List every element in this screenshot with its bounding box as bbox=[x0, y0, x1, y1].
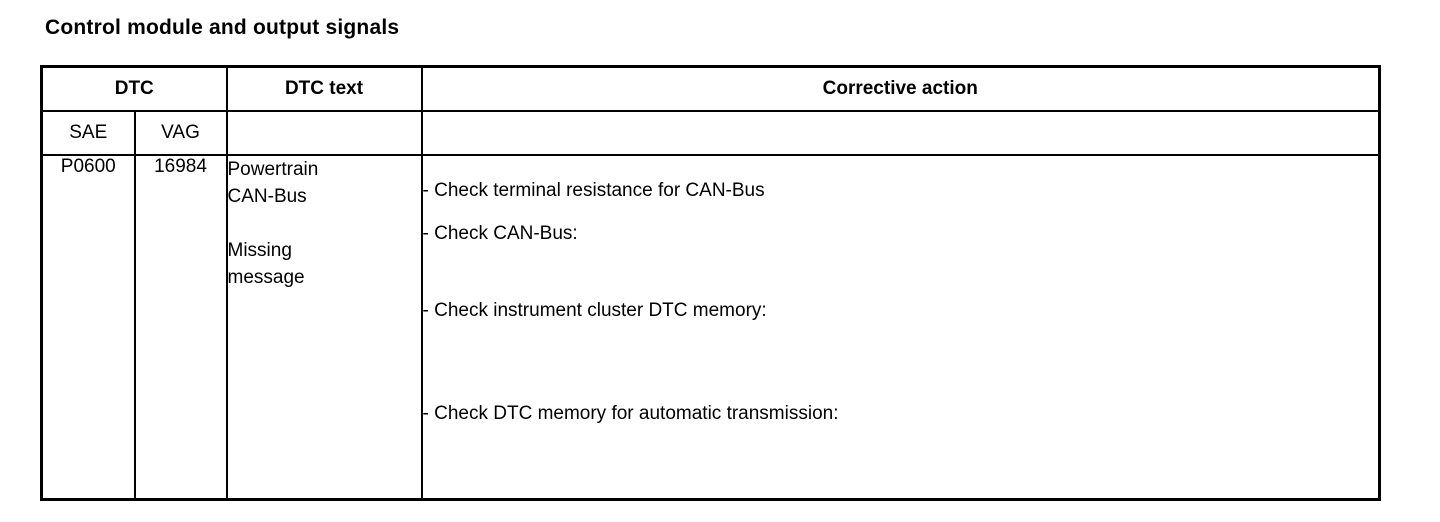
subheader-sae: SAE bbox=[40, 109, 136, 156]
dtc-table: DTC DTC text Corrective action SAE VAG P… bbox=[40, 65, 1381, 501]
corrective-action-item: - Check instrument cluster DTC memory: bbox=[422, 299, 767, 321]
sae-code-cell: P0600 bbox=[40, 153, 136, 501]
page-title: Control module and output signals bbox=[45, 16, 400, 39]
corrective-action-item: - Check terminal resistance for CAN-Bus bbox=[422, 179, 765, 201]
column-header-dtc: DTC bbox=[40, 65, 228, 112]
subheader-corrective-action-empty bbox=[420, 109, 1381, 156]
column-header-corrective-action: Corrective action bbox=[420, 65, 1381, 112]
dtc-text-cell: Powertrain CAN-Bus Missing message bbox=[225, 153, 423, 501]
vag-code-cell: 16984 bbox=[133, 153, 228, 501]
subheader-dtc-text-empty bbox=[225, 109, 423, 156]
corrective-action-item: - Check DTC memory for automatic transmi… bbox=[422, 402, 839, 424]
corrective-action-item: - Check CAN-Bus: bbox=[422, 222, 578, 244]
corrective-action-cell: - Check terminal resistance for CAN-Bus … bbox=[420, 153, 1381, 501]
table-row: P0600 16984 Powertrain CAN-Bus Missing m… bbox=[40, 153, 1381, 501]
table-subheader-row: SAE VAG bbox=[40, 109, 1381, 156]
subheader-vag: VAG bbox=[133, 109, 228, 156]
table-header-row: DTC DTC text Corrective action bbox=[40, 65, 1381, 112]
column-header-dtc-text: DTC text bbox=[225, 65, 423, 112]
